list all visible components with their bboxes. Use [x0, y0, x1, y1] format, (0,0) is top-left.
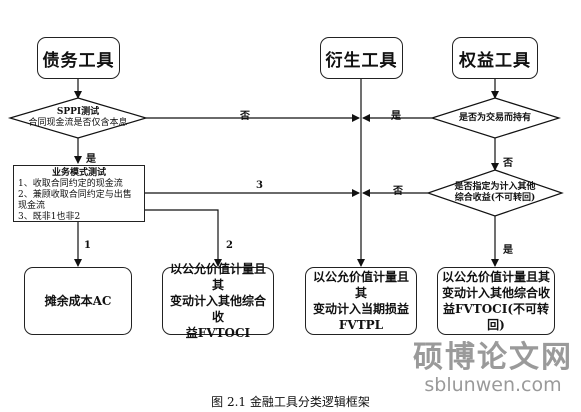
- fvtpl-line-3: FVTPL: [338, 318, 384, 332]
- fvtoci-irrev-line-3: 益FVTOCI(不可转回): [442, 302, 550, 332]
- label-designation-yes: 是: [503, 245, 513, 256]
- fvtoci-irrev-line-2: 变动计入其他综合收: [442, 286, 551, 300]
- sppi-title: SPPI测试: [56, 107, 100, 117]
- label-trading-yes: 是: [391, 111, 401, 122]
- designation-question-text: 是否指定为计入其他 综合收益(不可转回): [438, 182, 552, 204]
- fvtoci-line-3: 益FVTOCI: [185, 326, 251, 340]
- trading-question-text: 是否为交易而持有: [440, 113, 550, 124]
- figure-caption: 图 2.1 金融工具分类逻辑框架: [211, 395, 370, 409]
- designation-line-1: 是否指定为计入其他: [454, 182, 536, 192]
- fvtoci-line-2: 变动计入其他综合收: [169, 294, 266, 324]
- trading-question: 是否为交易而持有: [458, 113, 531, 123]
- fvtpl-line-1: 以公允价值计量且其: [312, 270, 409, 300]
- designation-line-2: 综合收益(不可转回): [454, 193, 536, 203]
- fvtoci-line-1: 以公允价值计量且其: [169, 262, 266, 292]
- fvtoci-irrev-line-1: 以公允价值计量且其: [442, 270, 551, 284]
- fvtpl-line-2: 变动计入当期损益: [312, 302, 409, 316]
- label-path-1: 1: [84, 240, 91, 251]
- sppi-question: 合同现金流是否仅含本息: [28, 118, 128, 128]
- label-sppi-no: 否: [240, 111, 250, 122]
- business-model-title: 业务模式测试: [51, 168, 106, 178]
- fvtpl-box: 以公允价值计量且其 变动计入当期损益 FVTPL: [305, 267, 417, 335]
- business-model-item-2: 2、兼顾收取合同约定与出售现金流: [18, 190, 132, 211]
- business-model-item-3: 3、既非1也非2: [18, 212, 81, 222]
- amortized-cost-box: 摊余成本AC: [24, 267, 132, 335]
- edge-path-2: [145, 209, 222, 267]
- label-path-3: 3: [256, 180, 263, 191]
- fvtoci-irrevocable-box: 以公允价值计量且其 变动计入其他综合收 益FVTOCI(不可转回): [437, 267, 555, 335]
- label-sppi-yes: 是: [86, 154, 96, 165]
- watermark-en: sblunwen.com: [424, 374, 562, 396]
- fvtoci-box: 以公允价值计量且其 变动计入其他综合收 益FVTOCI: [162, 262, 274, 340]
- watermark: 硕博论文网 sblunwen.com: [413, 332, 573, 396]
- derivative-instrument-box: 衍生工具: [320, 37, 403, 79]
- label-designation-no: 否: [393, 186, 403, 197]
- business-model-test-box: 业务模式测试 1、收取合同约定的现金流 2、兼顾收取合同约定与出售现金流 3、既…: [13, 165, 145, 222]
- debt-instrument-box: 债务工具: [37, 37, 120, 79]
- amortized-cost-label: 摊余成本AC: [44, 294, 112, 308]
- trading-diamond: [430, 97, 562, 139]
- equity-instrument-box: 权益工具: [452, 37, 538, 79]
- sppi-test-text: SPPI测试 合同现金流是否仅含本息: [20, 107, 136, 129]
- business-model-item-1: 1、收取合同约定的现金流: [18, 179, 123, 189]
- label-trading-no: 否: [503, 158, 513, 169]
- label-path-2: 2: [226, 240, 233, 251]
- designation-diamond: [426, 169, 564, 217]
- watermark-cn: 硕博论文网: [413, 340, 573, 375]
- sppi-diamond: [7, 97, 149, 139]
